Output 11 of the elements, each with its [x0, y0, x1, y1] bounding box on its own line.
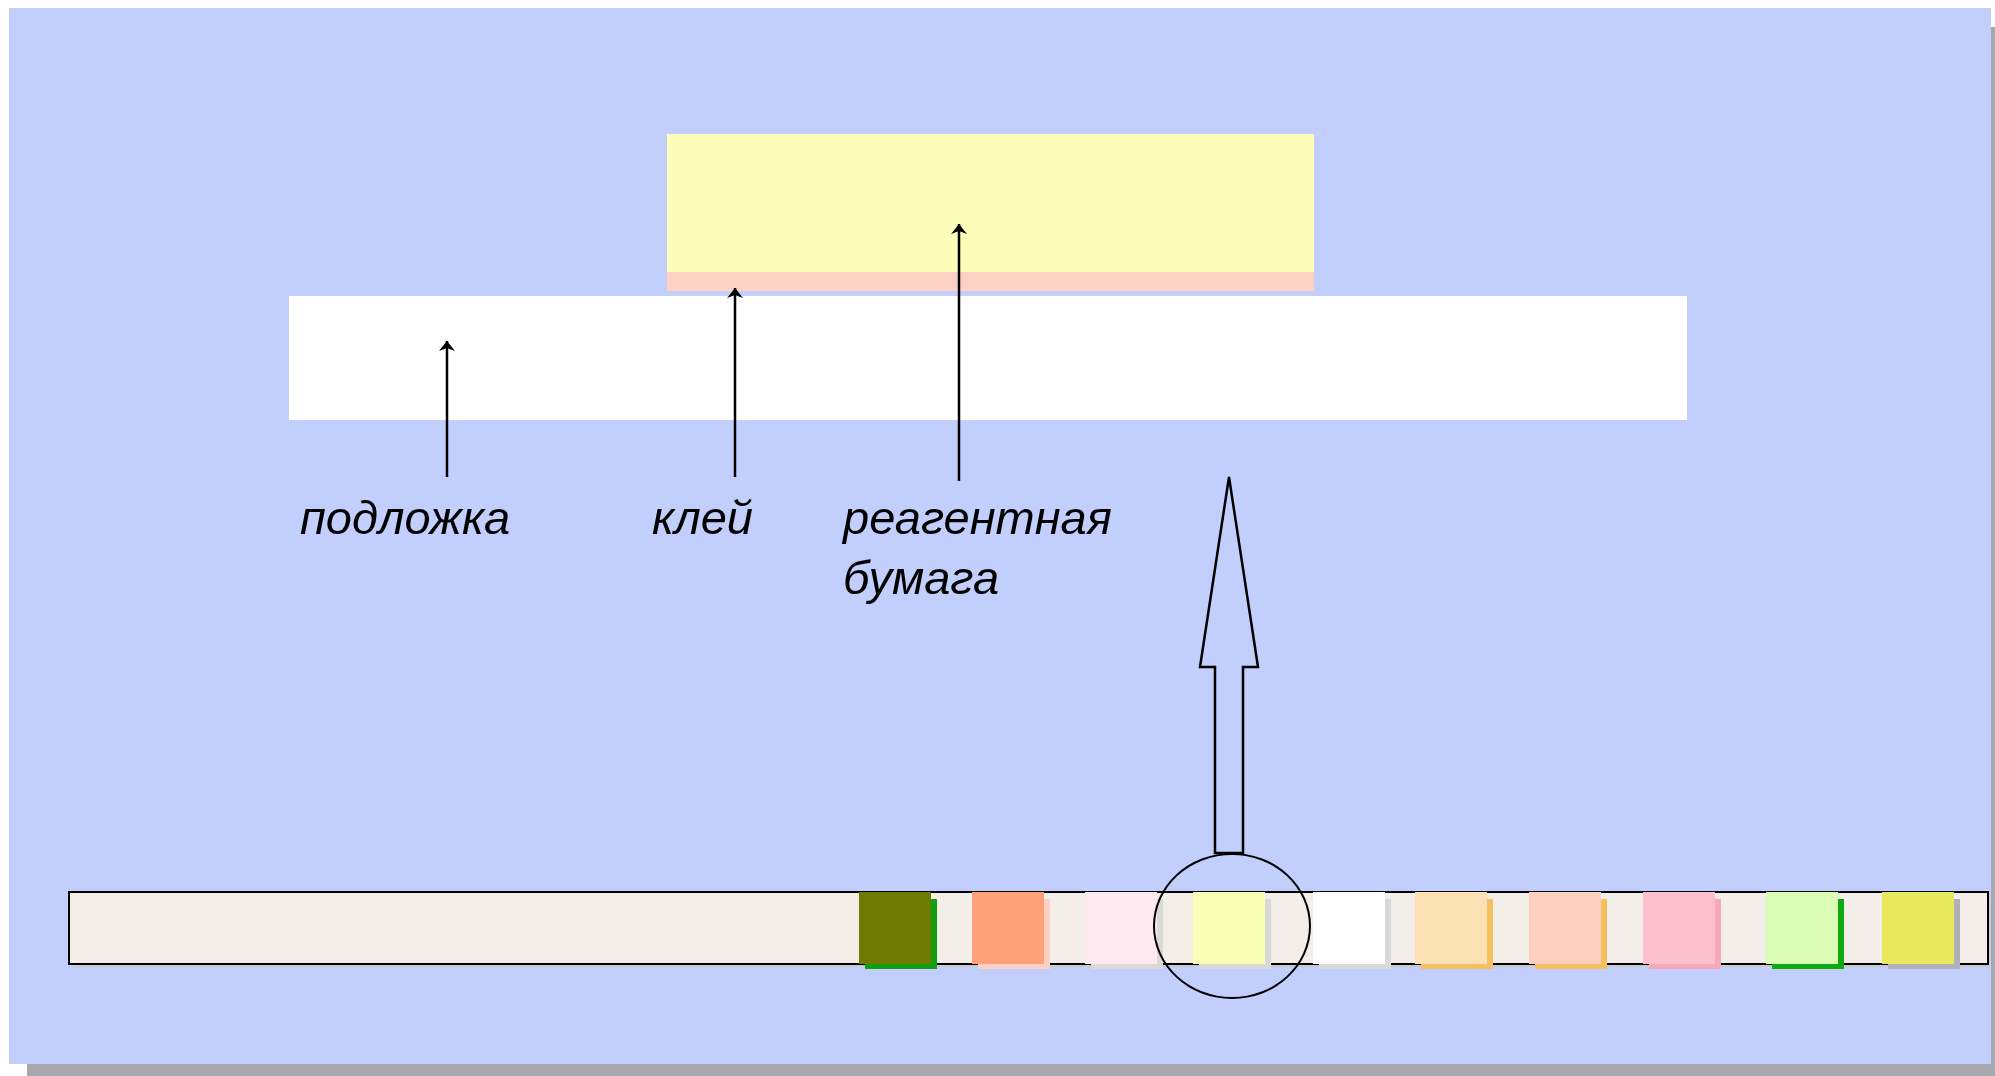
leader-arrow	[439, 341, 455, 477]
reagent-paper-layer	[667, 134, 1314, 272]
glue-layer	[667, 272, 1314, 291]
layer-label: подложка	[300, 490, 512, 546]
leader-arrow	[951, 224, 967, 481]
magnifier-circle	[1153, 853, 1311, 999]
layer-label: клей	[652, 490, 754, 546]
leader-arrow	[727, 288, 743, 477]
layer-label: реагентная бумага	[843, 490, 1113, 606]
substrate-layer	[289, 296, 1687, 420]
hollow-arrow	[1198, 475, 1260, 855]
